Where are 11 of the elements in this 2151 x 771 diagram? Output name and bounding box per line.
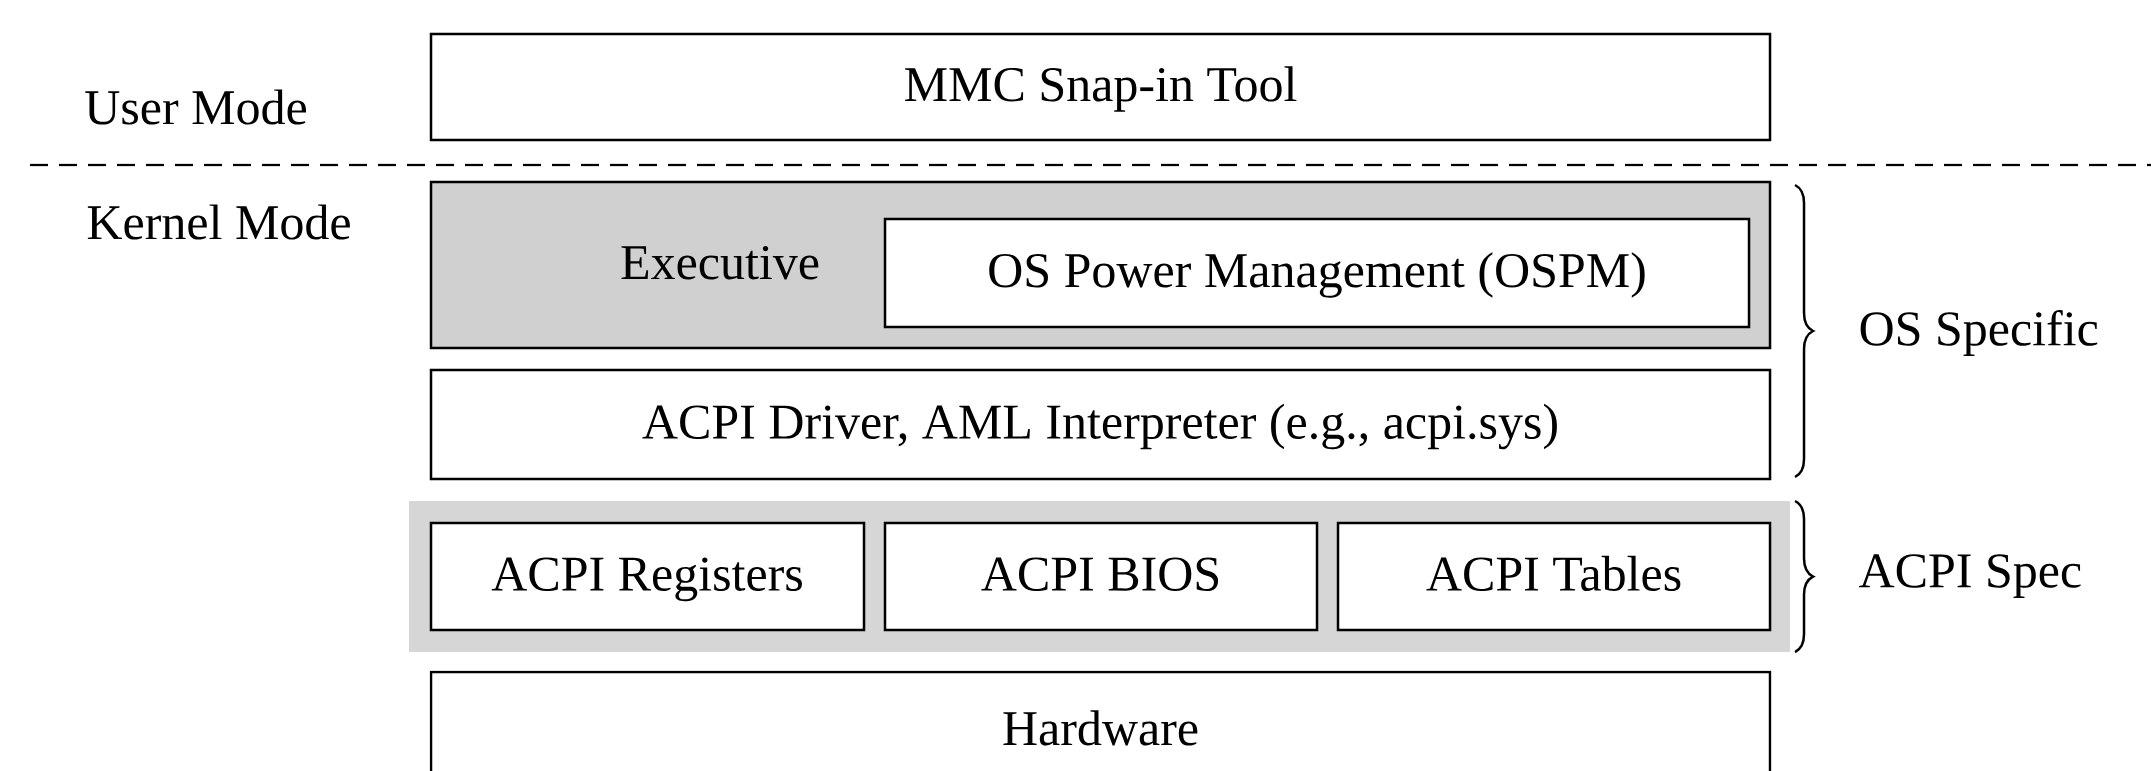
component-box: ACPI BIOS — [883, 521, 1319, 632]
side-label: OS Specific — [1860, 310, 2098, 356]
layer-box: MMC Snap-in Tool — [429, 32, 1772, 142]
component-box: OS Power Management (OSPM) — [883, 217, 1751, 329]
layer-box: ACPI Driver, AML Interpreter (e.g., acpi.sys) — [429, 368, 1772, 481]
side-label: ACPI Spec — [1859, 554, 2081, 598]
layer-box: Hardware — [429, 670, 1772, 771]
side-label: User Mode — [85, 89, 307, 125]
side-label: Kernel Mode — [87, 204, 350, 240]
component-box: ACPI Registers — [429, 521, 866, 632]
component-box: ACPI Tables — [1336, 521, 1772, 632]
